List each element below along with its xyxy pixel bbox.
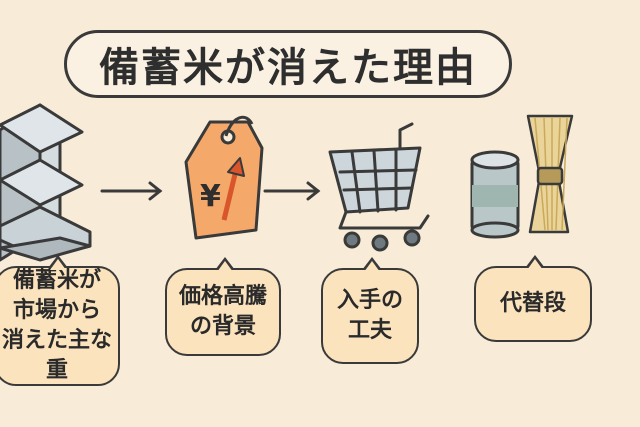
step-label: 価格高騰 の背景 — [178, 284, 267, 339]
step-bubble-price-rise: 価格高騰 の背景 — [165, 257, 281, 356]
can-icon — [470, 150, 520, 239]
step-bubble-acquisition: 入手の 工夫 — [321, 257, 419, 364]
empty-shelf-icon — [0, 103, 92, 262]
title-box: 備蓄米が消えた理由 — [64, 30, 512, 98]
price-tag-yen-icon: ¥ — [184, 115, 264, 240]
step-bubble-stockpile-rice: 備蓄米が 市場から 消えた主な重 — [0, 255, 120, 386]
step-bubble-alternatives: 代替段 — [474, 255, 592, 342]
shopping-cart-icon — [328, 122, 430, 252]
arrow-icon-1 — [100, 181, 163, 201]
yen-symbol: ¥ — [200, 179, 221, 214]
arrow-icon-2 — [263, 181, 321, 201]
step-label: 入手の 工夫 — [336, 288, 403, 343]
page-title: 備蓄米が消えた理由 — [99, 45, 477, 91]
step-label: 代替段 — [499, 291, 566, 316]
noodles-icon — [526, 114, 574, 234]
step-label: 備蓄米が 市場から 消えた主な重 — [1, 268, 112, 383]
